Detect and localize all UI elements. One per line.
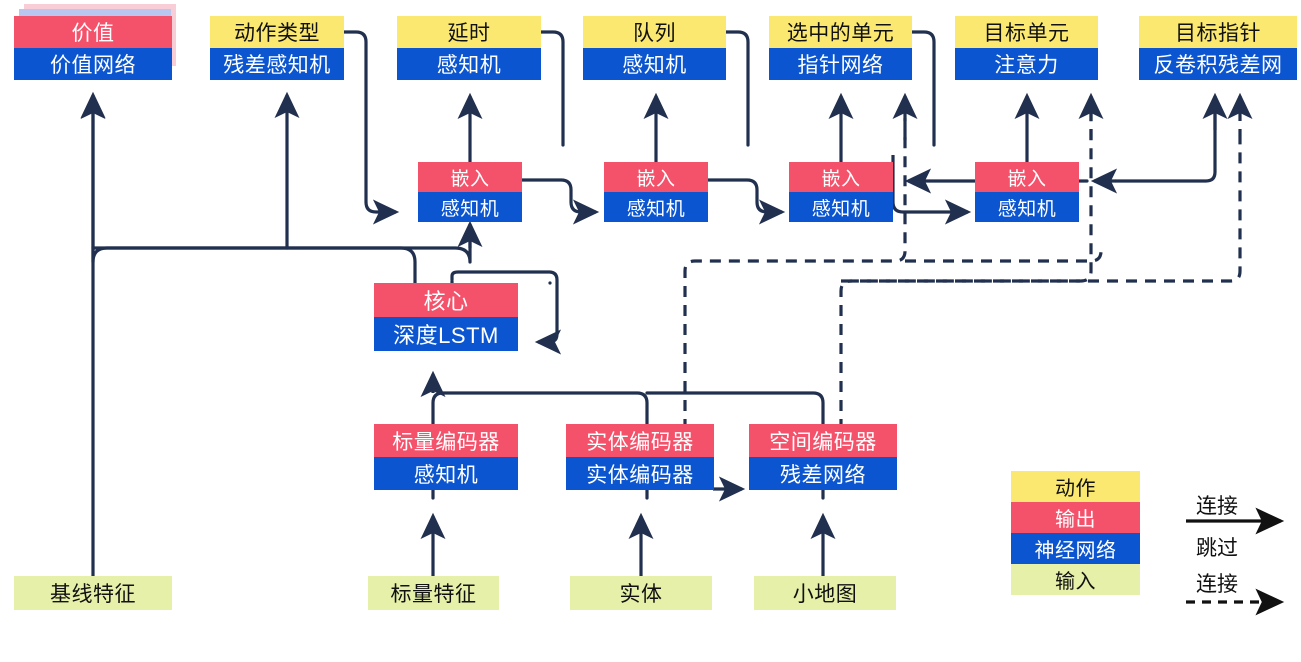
legend-input-label: 输入 <box>1011 564 1140 595</box>
node-queue-bottom-label: 感知机 <box>583 48 726 80</box>
node-action-type-top-label: 动作类型 <box>210 16 344 48</box>
node-embed-3-bottom-label: 感知机 <box>789 192 893 222</box>
node-spatial-encoder-bottom-label: 残差网络 <box>749 457 897 490</box>
node-target-unit-top-label: 目标单元 <box>955 16 1098 48</box>
node-core-bottom-label: 深度LSTM <box>374 317 518 351</box>
node-embed-3-top-label: 嵌入 <box>789 162 893 192</box>
node-value-top-label: 价值 <box>14 16 172 48</box>
node-delay-top-label: 延时 <box>397 16 541 48</box>
node-delay[interactable]: 延时 感知机 <box>397 16 541 80</box>
node-baseline-features[interactable]: 基线特征 <box>14 576 172 610</box>
node-target-point[interactable]: 目标指针 反卷积残差网 <box>1139 16 1297 80</box>
node-embed-4-bottom-label: 感知机 <box>975 192 1079 222</box>
node-value[interactable]: 价值 价值网络 <box>14 16 172 80</box>
node-spatial-encoder[interactable]: 空间编码器 残差网络 <box>749 424 897 490</box>
node-queue[interactable]: 队列 感知机 <box>583 16 726 80</box>
node-entity-encoder-top-label: 实体编码器 <box>566 424 714 457</box>
node-action-type[interactable]: 动作类型 残差感知机 <box>210 16 344 80</box>
node-embed-4-top-label: 嵌入 <box>975 162 1079 192</box>
node-embed-2-bottom-label: 感知机 <box>604 192 708 222</box>
node-value-bottom-label: 价值网络 <box>14 48 172 80</box>
node-spatial-encoder-top-label: 空间编码器 <box>749 424 897 457</box>
node-target-point-top-label: 目标指针 <box>1139 16 1297 48</box>
node-target-unit-bottom-label: 注意力 <box>955 48 1098 80</box>
node-target-point-bottom-label: 反卷积残差网 <box>1139 48 1297 80</box>
node-minimap-label: 小地图 <box>754 576 896 610</box>
node-embed-1-bottom-label: 感知机 <box>418 192 522 222</box>
node-entity-encoder-bottom-label: 实体编码器 <box>566 457 714 490</box>
node-selected-unit[interactable]: 选中的单元 指针网络 <box>769 16 912 80</box>
legend-skip-label-line2: 连接 <box>1196 573 1238 596</box>
node-target-unit[interactable]: 目标单元 注意力 <box>955 16 1098 80</box>
node-scalar-features[interactable]: 标量特征 <box>368 576 499 610</box>
node-scalar-encoder-bottom-label: 感知机 <box>374 457 518 490</box>
node-selected-unit-top-label: 选中的单元 <box>769 16 912 48</box>
legend-connection-label: 连接 <box>1196 495 1238 518</box>
node-minimap[interactable]: 小地图 <box>754 576 896 610</box>
node-embed-2-top-label: 嵌入 <box>604 162 708 192</box>
node-embed-1-top-label: 嵌入 <box>418 162 522 192</box>
node-core[interactable]: 核心 深度LSTM <box>374 283 518 351</box>
node-core-top-label: 核心 <box>374 283 518 317</box>
node-scalar-encoder[interactable]: 标量编码器 感知机 <box>374 424 518 490</box>
node-queue-top-label: 队列 <box>583 16 726 48</box>
node-delay-bottom-label: 感知机 <box>397 48 541 80</box>
legend-skip-label-line1: 跳过 <box>1196 537 1238 560</box>
node-entities[interactable]: 实体 <box>570 576 712 610</box>
node-embed-2[interactable]: 嵌入 感知机 <box>604 162 708 222</box>
node-action-type-bottom-label: 残差感知机 <box>210 48 344 80</box>
legend-action-label: 动作 <box>1011 471 1140 502</box>
node-entity-encoder[interactable]: 实体编码器 实体编码器 <box>566 424 714 490</box>
node-scalar-encoder-top-label: 标量编码器 <box>374 424 518 457</box>
legend-output-label: 输出 <box>1011 502 1140 533</box>
node-embed-3[interactable]: 嵌入 感知机 <box>789 162 893 222</box>
legend-swatch-stack: 动作 输出 神经网络 输入 <box>1011 471 1140 595</box>
node-baseline-features-label: 基线特征 <box>14 576 172 610</box>
node-embed-4[interactable]: 嵌入 感知机 <box>975 162 1079 222</box>
node-scalar-features-label: 标量特征 <box>368 576 499 610</box>
legend-neural-network-label: 神经网络 <box>1011 533 1140 564</box>
node-embed-1[interactable]: 嵌入 感知机 <box>418 162 522 222</box>
node-selected-unit-bottom-label: 指针网络 <box>769 48 912 80</box>
node-entities-label: 实体 <box>570 576 712 610</box>
